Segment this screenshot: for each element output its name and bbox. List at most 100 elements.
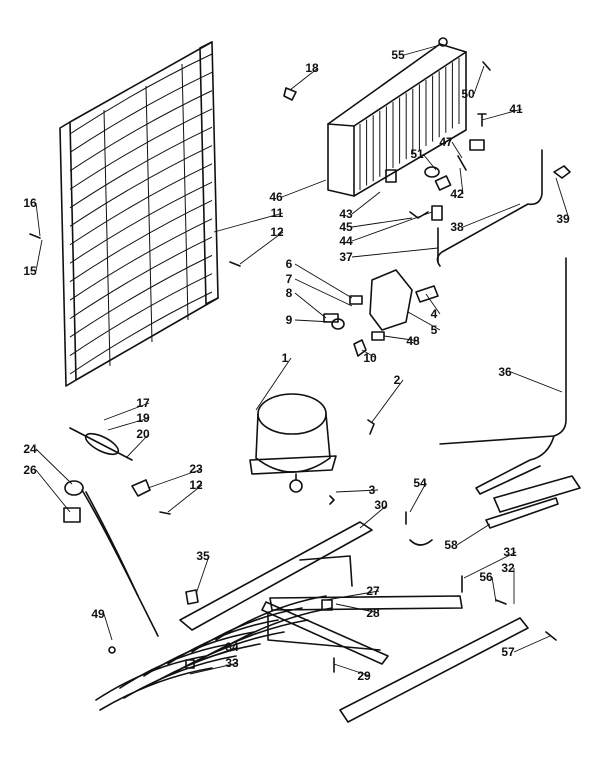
callout-number: 47 (439, 135, 453, 149)
callout-number: 51 (410, 147, 424, 161)
leader-line (422, 153, 437, 171)
callout-number: 44 (339, 234, 353, 248)
callout-number: 10 (363, 351, 377, 365)
leader-line (351, 211, 433, 242)
defrost-heater (95, 595, 333, 711)
callout-number: 45 (339, 220, 353, 234)
leader-line (147, 468, 203, 489)
callout-number: 23 (189, 462, 203, 476)
callout-number: 1 (282, 351, 289, 365)
callout-number: 24 (23, 442, 37, 456)
callout-number: 28 (366, 606, 380, 620)
callout-number: 7 (286, 272, 293, 286)
leader-line (35, 469, 71, 513)
callout-number: 8 (286, 286, 293, 300)
leader-line (103, 402, 150, 421)
leader-line (351, 217, 413, 228)
leader-line (403, 44, 441, 56)
leader-line (103, 613, 113, 641)
callout-number: 54 (413, 476, 427, 490)
leader-line (351, 247, 439, 258)
leader-line (513, 635, 551, 653)
callout-number: 46 (269, 190, 283, 204)
leader-line (255, 357, 292, 411)
callout-number: 33 (225, 656, 239, 670)
leader-line (335, 603, 380, 614)
callout-number: 2 (394, 373, 401, 387)
callout-number: 39 (556, 212, 570, 226)
leader-line (189, 662, 239, 675)
relay-bracket (323, 269, 439, 357)
leader-line (555, 177, 570, 220)
leader-line (459, 167, 464, 195)
base-frame (179, 475, 581, 723)
leader-line (294, 292, 327, 319)
callout-number: 12 (189, 478, 203, 492)
callout-number: 50 (461, 87, 475, 101)
callout-number: 3 (369, 483, 376, 497)
condenser-coil (59, 41, 219, 387)
leader-line (425, 293, 441, 315)
leader-line (456, 523, 491, 546)
callout-number: 38 (450, 220, 464, 234)
callout-number: 43 (339, 207, 353, 221)
leader-line (35, 448, 73, 485)
leader-line (335, 489, 379, 493)
callout-number: 37 (339, 250, 353, 264)
leader-line (383, 335, 420, 342)
callout-number: 9 (286, 313, 293, 327)
leader-line (451, 141, 463, 159)
callout-number: 30 (374, 498, 388, 512)
callout-number: 34 (225, 640, 239, 654)
callout-number: 6 (286, 257, 293, 271)
leader-line (407, 311, 441, 331)
callout-number: 15 (23, 264, 37, 278)
callout-number: 29 (357, 669, 371, 683)
leader-line (294, 278, 353, 307)
callout-number: 31 (503, 545, 517, 559)
leader-line (351, 191, 381, 215)
tubing (436, 149, 571, 495)
leader-line (239, 231, 284, 265)
leader-line (473, 65, 485, 95)
callout-number: 42 (450, 187, 464, 201)
callout-number: 12 (270, 225, 284, 239)
evaporator (327, 37, 467, 197)
callout-number: 55 (391, 48, 405, 62)
leader-line (35, 202, 41, 237)
callout-number: 56 (479, 570, 493, 584)
evaporator-fittings (385, 61, 491, 221)
callout-number: 49 (91, 607, 105, 621)
leader-line (289, 67, 319, 91)
screws (29, 87, 557, 673)
callout-number: 16 (23, 196, 37, 210)
callout-number: 26 (23, 463, 37, 477)
callout-number: 35 (196, 549, 210, 563)
leader-line (281, 179, 327, 198)
leader-line (510, 371, 563, 393)
leader-line (409, 482, 427, 513)
leader-line (463, 551, 517, 579)
callout-number: 19 (136, 411, 150, 425)
leader-line (371, 379, 404, 423)
callout-number: 5 (431, 323, 438, 337)
leader-line (35, 239, 43, 272)
leader-line (481, 108, 523, 121)
callout-number: 18 (305, 61, 319, 75)
callout-number: 48 (406, 334, 420, 348)
callout-number: 27 (366, 584, 380, 598)
leader-line (167, 484, 203, 513)
leader-line (359, 504, 388, 529)
leader-line (325, 590, 380, 601)
leader-line (491, 576, 497, 603)
leader-line (213, 212, 284, 233)
callout-number: 11 (271, 206, 284, 220)
leader-line (462, 203, 521, 228)
leader-line (294, 263, 353, 299)
leader-line (193, 646, 239, 663)
callout-number: 32 (501, 561, 515, 575)
compressor (249, 393, 375, 493)
callout-number: 41 (509, 102, 523, 116)
